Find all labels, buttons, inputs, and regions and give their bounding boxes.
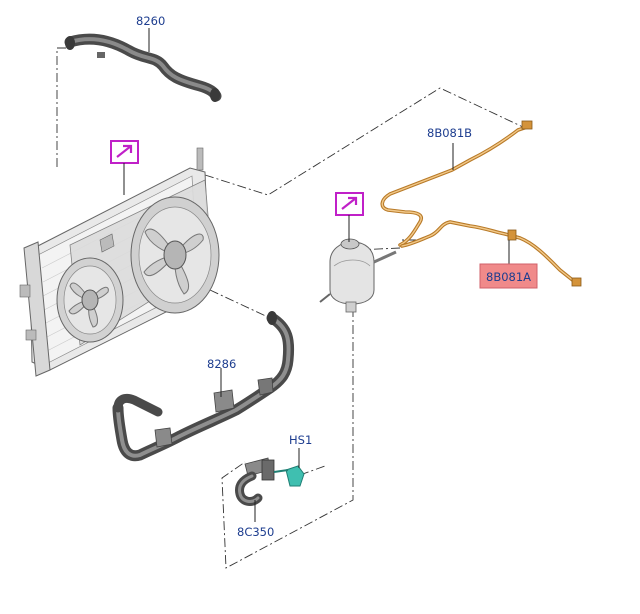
radiator-reference-marker [110, 140, 139, 195]
pipe-8B081A[interactable] [400, 220, 582, 287]
small-hose-8C350[interactable] [235, 457, 275, 522]
hose-clip-HS1[interactable] [273, 448, 305, 487]
callout-8286[interactable]: 8286 [207, 357, 236, 371]
callout-8260[interactable]: 8260 [136, 14, 165, 28]
assembly-lines [56, 47, 526, 569]
callouts: 8260 8B081B 8B081A 8286 HS1 8C350 [136, 14, 538, 539]
pipe-8B081B[interactable] [380, 120, 533, 247]
callout-8B081A[interactable]: 8B081A [486, 270, 531, 284]
callout-8C350[interactable]: 8C350 [237, 525, 274, 539]
reservoir-reference-marker [335, 192, 364, 242]
upper-hose-8260[interactable] [64, 33, 222, 102]
callout-8B081B[interactable]: 8B081B [427, 126, 472, 140]
lower-hose-8286[interactable] [112, 311, 295, 462]
coolant-reservoir[interactable] [319, 238, 397, 313]
highlight-box [479, 263, 538, 289]
radiator-fan-assembly[interactable] [19, 147, 220, 377]
callout-HS1[interactable]: HS1 [289, 433, 312, 447]
